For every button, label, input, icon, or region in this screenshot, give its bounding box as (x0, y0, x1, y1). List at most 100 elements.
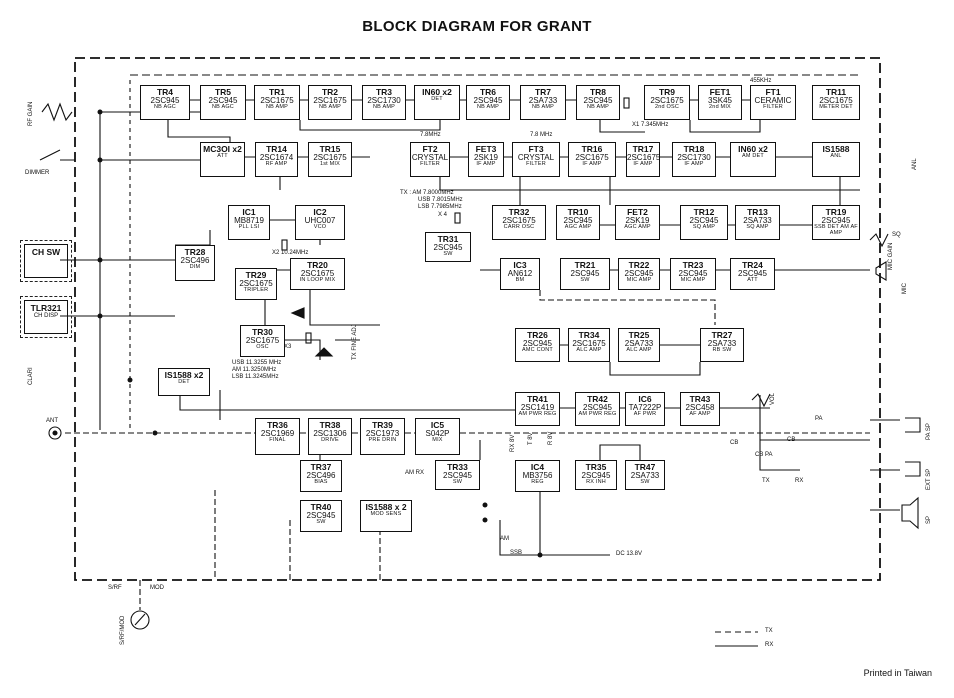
vol-label: VOL (770, 392, 776, 405)
rf-gain-label: RF GAIN (28, 101, 34, 126)
osc-am-label: AM 11.3250MHz (232, 367, 277, 373)
legend-tx: TX (765, 628, 773, 634)
ch-switch-box: CH SW (20, 240, 72, 282)
page-title: BLOCK DIAGRAM FOR GRANT (362, 18, 592, 35)
tx-switch-label: TX (762, 478, 770, 484)
ssb-mode-label: SSB (510, 550, 523, 556)
mod-label: MOD (150, 585, 164, 591)
printed-in-label: Printed in Taiwan (863, 668, 932, 678)
cb-label-2: CB (730, 440, 739, 446)
mic-label: MIC (902, 283, 908, 294)
srf-label: S/RF (108, 585, 122, 591)
osc-usb-label: USB 11.3255 MHz (232, 360, 282, 366)
xtal-x4-label: X 4 (438, 212, 448, 218)
freq-7-8mhz-b: 7.8 MHz (530, 132, 553, 138)
t-8v-label: T 8V (528, 432, 534, 445)
freq-455khz: 455KHz (750, 78, 772, 84)
cb-pa-label: CB PA (755, 452, 773, 458)
srf-mod-label: S/RF/MOD (120, 615, 126, 645)
tlr-display-box: TLR321 CH DISP (20, 296, 72, 338)
r-8v-label: R 8V (548, 431, 554, 445)
clari-label: CLARI (28, 367, 34, 385)
osc-lsb-label: LSB 11.3245MHz (232, 374, 279, 380)
ant-label: ANT (46, 418, 58, 424)
freq-7-8mhz-a: 7.8MHz (420, 132, 441, 138)
channel-display: TLR321 CH DISP (24, 300, 68, 334)
xtal-x1-label: X1 7.345MHz (632, 122, 669, 128)
carrier-am-label: TX : AM 7.8000MHz (400, 190, 454, 196)
pa-sp-label: PA SP (926, 423, 932, 440)
cb-label-1: CB (787, 437, 796, 443)
xtal-x2-label: X2 10.24MHz (272, 250, 309, 256)
tx-fine-adj-label: TX FINE ADJ (352, 324, 358, 360)
sp-label: SP (926, 515, 932, 524)
anl-label: ANL (912, 158, 918, 170)
am-rx-label: AM RX (405, 470, 425, 476)
legend-rx: RX (765, 642, 774, 648)
ch-switch[interactable]: CH SW (24, 244, 68, 278)
xtal-x3-label: X3 (284, 344, 292, 350)
pa-label: PA (815, 416, 823, 422)
dimmer-label: DIMMER (25, 170, 50, 176)
carrier-lsb-label: LSB 7.7985MHz (418, 204, 462, 210)
